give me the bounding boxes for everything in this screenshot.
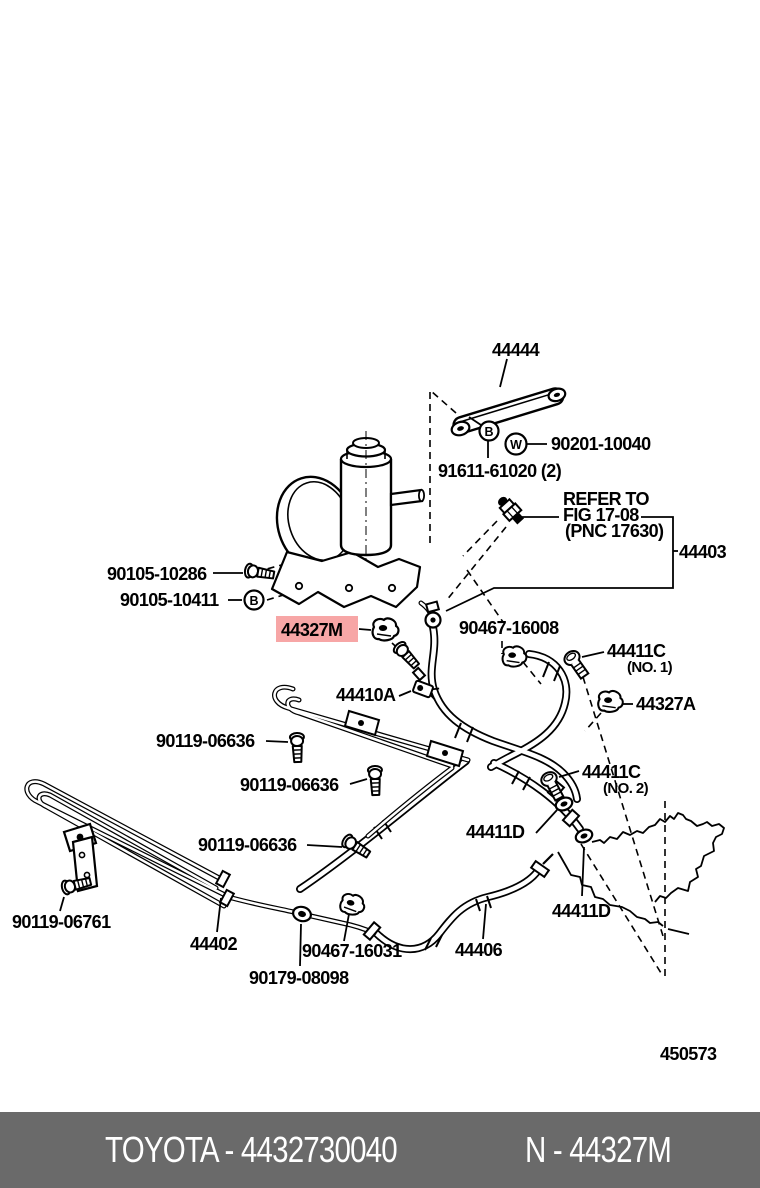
steering-link-bar [450,387,567,437]
callout-90467-16008[interactable]: 90467-16008 [459,618,560,638]
banjo-fitting [424,600,442,629]
callout-44444[interactable]: 44444 [492,340,540,360]
joint-44410a [412,679,440,701]
callout-90119-06636-1[interactable]: 90119-06636 [156,731,256,751]
circled-letter-b-left: B [243,589,265,611]
circled-letter-b-top: B [478,420,500,442]
bolt-90119-06636-2 [366,764,384,797]
clamp-44327m [371,617,400,642]
pressure-and-return-hoses [296,623,584,954]
tube-end-fittings [214,780,581,942]
circled-letter-w-text: W [510,438,522,452]
callout-90119-06636-3[interactable]: 90119-06636 [198,835,298,855]
figure-number: 450573 [660,1044,717,1064]
bolt-near-clamp [390,638,423,672]
callout-91611-61020[interactable]: 91611-61020 (2) [438,461,562,481]
callout-90119-06761[interactable]: 90119-06761 [12,912,112,932]
callout-44403[interactable]: 44403 [679,542,727,562]
pump-bracket [270,550,422,609]
callout-44411c-no2-sub: (NO. 2) [603,780,649,797]
callout-44410a[interactable]: 44410A [336,685,397,705]
footer-bar: TOYOTA - 4432730040 N - 44327M [0,1112,760,1188]
callout-90467-16031[interactable]: 90467-16031 [302,941,403,961]
power-steering-pump-assembly [270,431,425,609]
refer-note-line2[interactable]: FIG 17-08 [563,505,640,525]
pressure-switch [498,496,525,525]
callout-90105-10411[interactable]: 90105-10411 [120,590,220,610]
callout-44327a[interactable]: 44327A [636,694,697,714]
footer-part-code: TOYOTA - 4432730040 [105,1129,398,1170]
callout-44402[interactable]: 44402 [190,934,238,954]
grommet-90179-08098 [290,903,314,925]
highlight-box-44327m [276,616,358,642]
callout-44327m[interactable]: 44327M [281,620,343,640]
callout-90179-08098[interactable]: 90179-08098 [249,968,350,988]
steering-gear-housing-outline [557,812,725,935]
nut-near-clamp [411,666,427,682]
callout-44411d-2[interactable]: 44411D [552,901,612,921]
callout-44411c-no2[interactable]: 44411C [582,762,642,782]
footer-part-number: N - 44327M [524,1129,672,1170]
leader-lines [59,358,678,967]
bolt-90119-06636-1 [288,731,306,764]
steel-tubes [24,493,471,936]
callout-90201-10040[interactable]: 90201-10040 [551,434,652,454]
callout-90105-10286[interactable]: 90105-10286 [107,564,208,584]
callout-90119-06636-2[interactable]: 90119-06636 [240,775,340,795]
clamp-90467-16008 [501,645,528,668]
callout-44406[interactable]: 44406 [455,940,503,960]
callout-44411d-1[interactable]: 44411D [466,822,526,842]
circled-letter-w: W [504,432,528,456]
circled-letter-b-top-text: B [484,425,493,439]
clamp-44327a [597,689,624,713]
refer-note-line1[interactable]: REFER TO [563,489,650,509]
refer-note-line3[interactable]: (PNC 17630) [565,521,665,541]
cooler-tube-bracket [62,822,99,893]
clamp-90467-16031 [337,891,368,918]
tube-bracket-plates [343,709,465,768]
callout-44411c-no1-sub: (NO. 1) [627,659,673,676]
circled-letter-b-left-text: B [249,594,258,608]
callout-44411c-no1[interactable]: 44411C [607,641,667,661]
bolt-90105-10286 [242,562,276,583]
